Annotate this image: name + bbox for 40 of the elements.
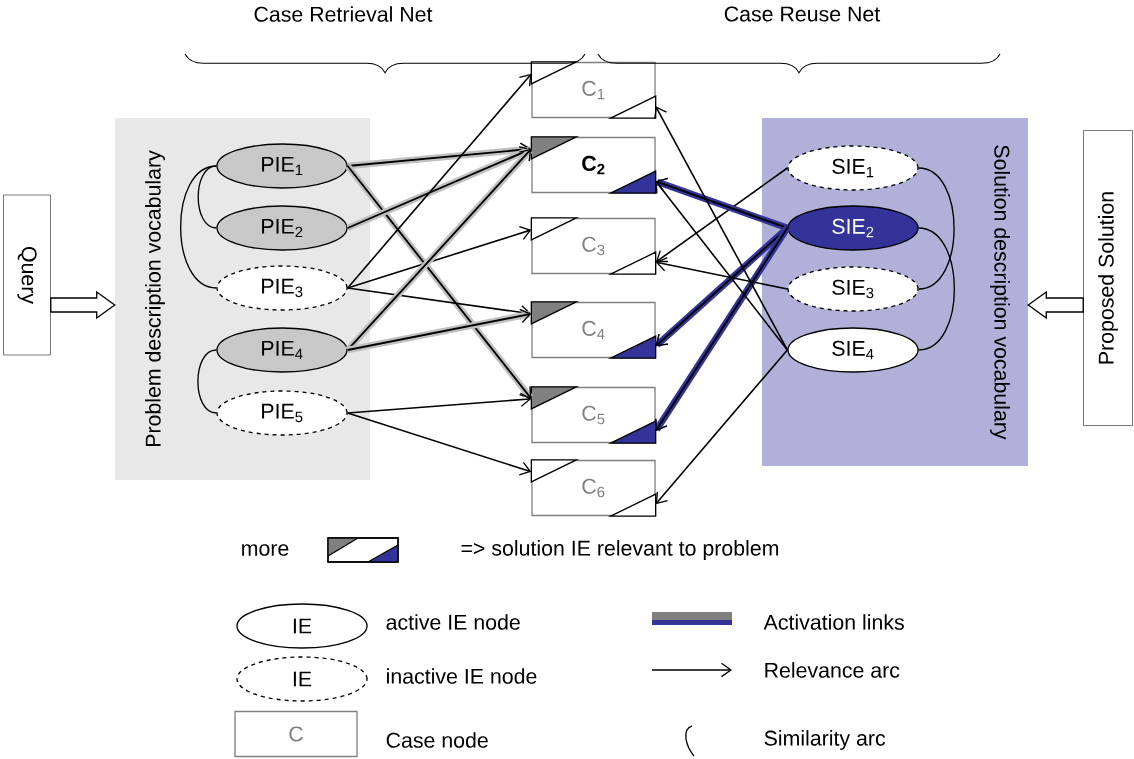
net-label: Case Reuse Net bbox=[724, 6, 881, 22]
case-box: C$_{6}$ bbox=[530, 459, 657, 517]
activation-link bbox=[346, 146, 532, 232]
legend-text: Case node bbox=[386, 732, 488, 748]
relevance-arrow bbox=[655, 349, 789, 505]
activation-link bbox=[655, 177, 789, 232]
case-box: C$_{2}$ bbox=[530, 136, 657, 194]
relevance-arrow bbox=[654, 106, 789, 351]
case-box: C$_{4}$ bbox=[530, 301, 657, 359]
relevance-arrow bbox=[655, 181, 789, 351]
block-arrow bbox=[50, 290, 116, 320]
legend-text: active IE node bbox=[386, 614, 520, 630]
legend-text: Relevance arc bbox=[765, 662, 900, 678]
relevance-arrow bbox=[346, 73, 532, 289]
activation-link bbox=[346, 308, 532, 354]
relevance-arrow bbox=[655, 257, 789, 290]
relevance-arrow bbox=[346, 412, 532, 476]
net-label: Case Retrieval Net bbox=[254, 6, 433, 22]
similarity-arc bbox=[197, 165, 217, 229]
case-box: C$_{3}$ bbox=[530, 217, 657, 275]
relevance-arrow bbox=[346, 392, 532, 414]
legend-text: Similarity arc bbox=[764, 730, 886, 750]
legend-text: inactive IE node bbox=[387, 668, 537, 684]
similarity-arc bbox=[918, 227, 956, 351]
block-arrow bbox=[1027, 290, 1084, 320]
relevance-arrow bbox=[655, 167, 789, 263]
note-text: => solution IE relevant to problem bbox=[461, 540, 779, 560]
activation-link bbox=[346, 142, 532, 170]
legend-text: Activation links bbox=[763, 614, 904, 630]
activation-link bbox=[653, 226, 791, 432]
similarity-arc bbox=[918, 167, 955, 290]
activation-link bbox=[345, 147, 533, 353]
side-box: Query bbox=[3, 194, 51, 356]
activation-link bbox=[345, 163, 533, 400]
side-box: Proposed Solution bbox=[1083, 130, 1133, 426]
similarity-arc bbox=[180, 165, 217, 289]
case-box: C$_{1}$ bbox=[530, 61, 657, 119]
similarity-arc bbox=[197, 349, 217, 414]
note-text: more bbox=[242, 544, 289, 556]
case-box: C$_{5}$ bbox=[530, 386, 657, 444]
